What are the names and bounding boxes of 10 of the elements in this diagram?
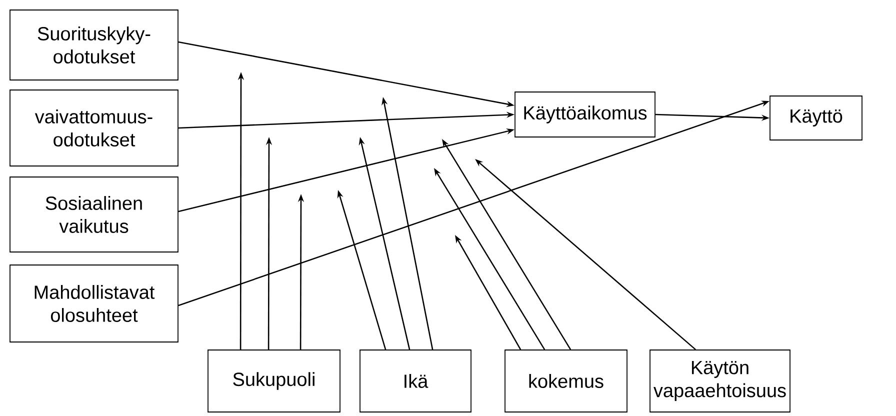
process-box: Mahdollistavat olosuhteet <box>10 264 178 342</box>
process-box: Käyttö <box>770 96 862 140</box>
process-box: Käyttöaikomus <box>514 92 656 138</box>
process-box: Käytön vapaaehtoisuus <box>650 350 790 412</box>
process-box: Ikä <box>360 350 472 412</box>
process-box: Sukupuoli <box>208 350 340 412</box>
process-box: Sosiaalinen vaikutus <box>10 176 178 252</box>
process-box: kokemus <box>504 350 628 412</box>
process-box: vaivattomuus- odotukset <box>10 90 178 166</box>
process-box: Suorituskyky- odotukset <box>10 10 178 80</box>
